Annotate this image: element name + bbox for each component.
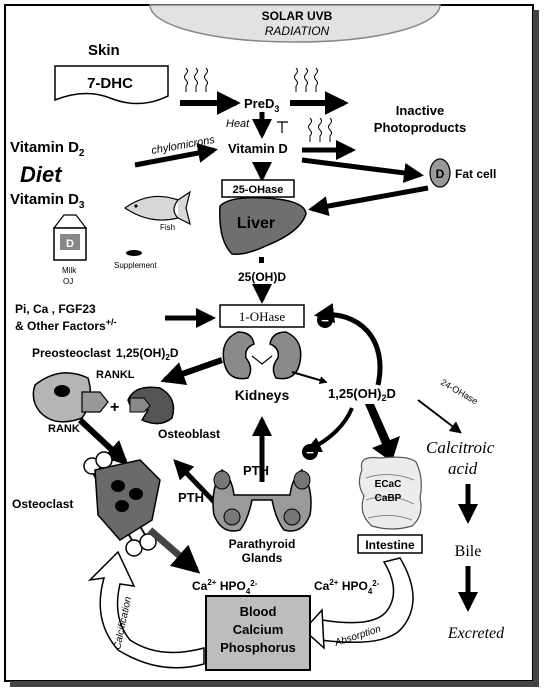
heat-mark [277, 121, 288, 133]
vitd3-label: Vitamin D3 [10, 191, 85, 211]
rank-receptor-icon [81, 391, 109, 413]
skin-label: Skin [88, 42, 120, 59]
sun-label-1: SOLAR UVB [262, 9, 333, 23]
pred3-label: PreD3 [244, 96, 279, 114]
preosteoclast-label: Preosteoclast [32, 346, 111, 360]
fish-label: Fish [160, 223, 175, 232]
osteoclast-nucleus-1 [111, 480, 125, 492]
calcidiol-label: 25(OH)D [238, 270, 286, 284]
pth-up-label: PTH [243, 463, 269, 478]
supplement-pill-icon [126, 250, 142, 256]
rankl-label: RANKL [96, 369, 135, 381]
blood-label-3: Phosphorus [220, 640, 296, 655]
calcification-arrow-icon [87, 550, 205, 669]
sun-shape [149, 4, 441, 43]
inactive-label-2: Photoproducts [374, 120, 466, 135]
arrow-osteoclast-to-minerals [147, 527, 201, 574]
preosteoclast-nucleus-icon [54, 385, 70, 397]
absorption-arrowhead-icon [302, 608, 325, 650]
inhibit-icon-parathyroid [302, 444, 318, 460]
blood-label-1: Blood [240, 604, 277, 619]
diet-label: Diet [20, 162, 63, 187]
arrow-vitd-to-fatcell [301, 157, 424, 183]
plus-sign: + [110, 399, 119, 416]
milk-carton-d: D [66, 238, 74, 250]
inhibit-sign-parathyroid: − [306, 445, 314, 460]
parathyroid-glands-icon [212, 468, 312, 532]
pth-left-label: PTH [178, 490, 204, 505]
arrow-rank-to-osteoclast [77, 417, 129, 466]
intestine-icon [358, 456, 422, 530]
osteoclast-nucleus-2 [129, 488, 143, 500]
kidneys-label: Kidneys [235, 387, 290, 403]
factors-label-2: & Other Factors+/- [15, 317, 116, 333]
skin-box [54, 65, 169, 105]
parathyroid-label-1: Parathyroid [229, 537, 296, 551]
kidneys-icon [222, 331, 302, 380]
arrow-calcitriol-to-parathyroid [305, 407, 354, 452]
osteoblast-cell-icon [127, 386, 175, 425]
arrow-kidney-to-calcitriol [291, 371, 328, 385]
rankl-ligand-icon [129, 397, 151, 413]
uv-rays [184, 67, 332, 142]
osteoblast-label: Osteoblast [158, 427, 220, 441]
arrow-calcitriol-to-calcitroic [417, 399, 462, 434]
rank-label: RANK [48, 423, 80, 435]
ecac-label: ECaC [375, 479, 402, 490]
minerals-left: Ca2+ HPO42- [192, 578, 258, 596]
factors-label-1: Pi, Ca , FGF23 [15, 302, 96, 316]
vitd2-label: Vitamin D2 [10, 139, 85, 159]
frame-shadow-bottom [10, 681, 539, 687]
calcitriol-left-label: 1,25(OH)2D [116, 346, 179, 362]
liver-output-mark [259, 257, 264, 263]
fatcell-label: Fat cell [455, 167, 496, 181]
vitd-label: Vitamin D [228, 141, 288, 156]
arrow-feedback-1ohase [314, 303, 383, 386]
milk-carton-icon [52, 214, 88, 261]
hydroxylase1-box [219, 304, 305, 328]
milk-label: Milk [62, 266, 77, 275]
calcitroic-label-1: Calcitroic [426, 438, 495, 457]
oj-label: OJ [63, 277, 73, 286]
fatcell-icon [429, 158, 451, 188]
calcitroic-label-2: acid [448, 459, 478, 478]
supplement-label: Supplement [114, 261, 157, 270]
frame-shadow-right [533, 10, 539, 686]
blood-box [205, 595, 311, 671]
intestine-label: Intestine [365, 538, 415, 552]
arrow-calcitriol-to-intestine [365, 404, 400, 462]
inhibit-icon-1ohase [317, 312, 333, 328]
inhibit-sign-1ohase: − [321, 313, 329, 328]
minerals-right: Ca2+ HPO42- [314, 578, 380, 596]
hydroxylase25-label: 25-OHase [233, 184, 284, 196]
dhc-label: 7-DHC [87, 75, 133, 92]
hydroxylase1-label: 1-OHase [239, 309, 285, 324]
sun-label-2: RADIATION [265, 24, 330, 38]
heat-label: Heat [226, 118, 250, 130]
arrow-diet-to-vitd [134, 143, 218, 168]
arrow-kidney-to-osteoblast [160, 357, 223, 385]
parathyroid-label-2: Glands [242, 551, 283, 565]
excreted-label: Excreted [447, 625, 505, 642]
arrow-fatcell-to-liver [308, 185, 429, 216]
hydroxylase24-label: 24-OHase [439, 377, 480, 406]
fatcell-d: D [436, 167, 445, 181]
inactive-label-1: Inactive [396, 103, 444, 118]
osteoclast-nucleus-3 [115, 500, 129, 512]
calcitriol-right-label: 1,25(OH)2D [328, 386, 396, 403]
blood-label-2: Calcium [233, 622, 284, 637]
osteoclast-cell-icon [94, 459, 161, 541]
liver-icon [219, 196, 307, 256]
intestine-box [357, 534, 423, 554]
bile-label: Bile [455, 543, 482, 560]
osteoclast-label: Osteoclast [12, 497, 73, 511]
cabp-label: CaBP [375, 493, 402, 504]
liver-label: Liver [237, 215, 275, 232]
fish-icon [123, 190, 191, 226]
